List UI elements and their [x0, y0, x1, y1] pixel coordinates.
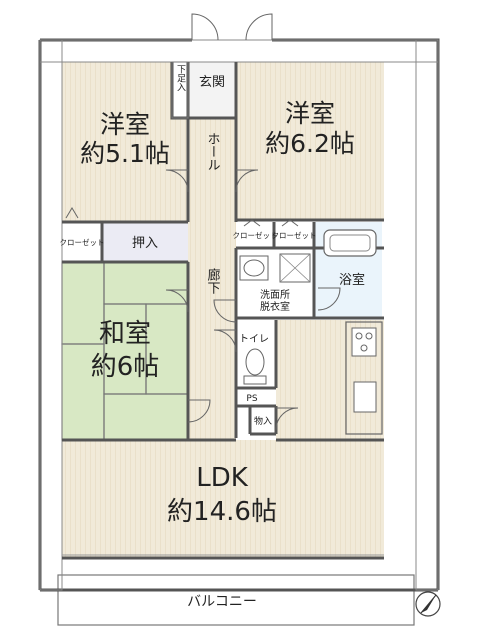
floor-balcony: [57, 574, 415, 626]
room-size-western-left: 約5.1帖: [80, 139, 170, 168]
floor-ldk: [62, 440, 384, 558]
label-shoe-box: 下足入: [175, 65, 186, 92]
floor-western-left: [62, 62, 188, 222]
floor-hall: [188, 118, 236, 443]
floor-shoebox: [172, 62, 188, 118]
label-balcony: バルコニー: [187, 594, 257, 610]
floor-closet-right-1: [236, 222, 274, 248]
room-size-japanese: 約6帖: [91, 352, 160, 382]
label-hall: ホール: [205, 132, 220, 171]
label-entrance: 玄関: [199, 75, 225, 90]
label-closet-right-1: クローゼット: [233, 230, 278, 240]
walls: [38, 38, 440, 592]
room-size-western-right: 約6.2帖: [265, 129, 355, 158]
label-oshiire: 押入: [132, 236, 158, 251]
room-name-western-left: 洋室: [100, 110, 150, 139]
label-closet-left: クローゼット: [60, 237, 105, 247]
stove-icon: [351, 327, 377, 357]
floor-western-right: [236, 62, 384, 220]
label-washroom-line2: 脱衣室: [260, 300, 290, 313]
north-arrow-icon: [415, 591, 441, 617]
room-name-japanese: 和室: [99, 319, 151, 349]
doors: [65, 13, 341, 431]
bathtub-icon: [323, 229, 377, 257]
toilet-icon: [243, 348, 267, 385]
floor-closet-right-2: [274, 222, 314, 248]
floor-entrance: [188, 62, 236, 118]
label-bathroom: 浴室: [339, 272, 365, 288]
washing-machine-pan-icon: [279, 253, 311, 283]
floor-tatami: [62, 262, 188, 440]
floor-storage: [250, 406, 276, 434]
label-toilet: トイレ: [239, 334, 269, 345]
room-size-ldk: 約14.6帖: [167, 497, 277, 527]
room-name-ldk: LDK: [196, 463, 249, 493]
kitchen-counter: [345, 321, 383, 435]
label-ps: PS: [246, 394, 257, 404]
shoebox-cabinet: [171, 61, 189, 119]
floor-washroom: [236, 248, 314, 318]
label-corridor: 廊下: [205, 267, 221, 294]
floor-ps: [236, 388, 268, 406]
floor-closet-left: [62, 222, 102, 262]
room-name-western-right: 洋室: [285, 99, 335, 128]
label-closet-right-2: クローゼット: [272, 230, 317, 240]
label-storage: 物入: [254, 415, 272, 427]
label-washroom-line1: 洗面所: [260, 289, 290, 301]
floor-oshiire: [102, 222, 188, 262]
washbasin-icon: [239, 255, 269, 281]
